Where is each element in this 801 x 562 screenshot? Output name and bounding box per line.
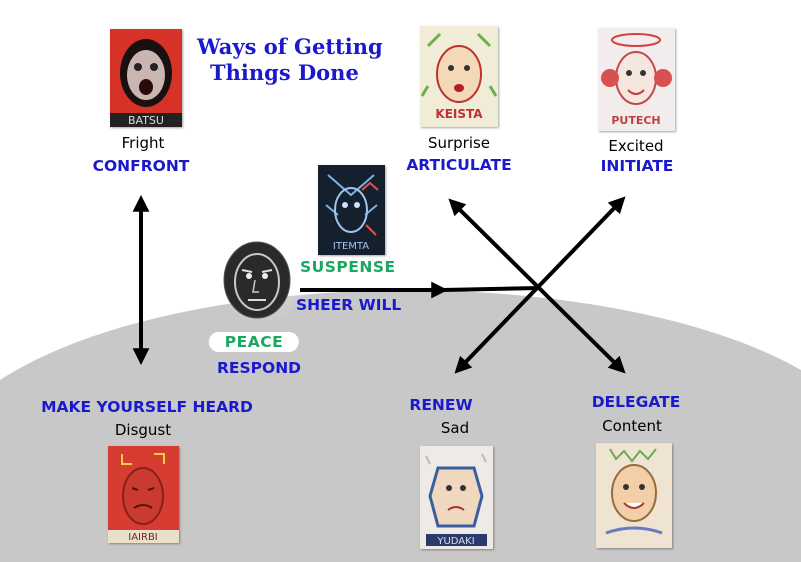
excited-face-picture: PUTECH <box>598 28 675 131</box>
fright-picture-tag: BATSU <box>128 114 164 127</box>
disgust-face-picture: IAIRBI <box>108 446 179 543</box>
content-face-picture <box>596 443 672 548</box>
arrow-sheer-will-tail <box>442 286 541 292</box>
title-line-2: Things Done <box>210 60 359 85</box>
make-yourself-heard-action: MAKE YOURSELF HEARD <box>41 398 253 416</box>
excited-picture-tag: PUTECH <box>611 114 660 127</box>
disgust-picture-tag: IAIRBI <box>128 532 158 543</box>
confront-action: CONFRONT <box>92 157 190 175</box>
surprise-picture-tag: KEISTA <box>435 107 483 121</box>
excited-emotion: Excited <box>608 137 664 155</box>
sad-emotion: Sad <box>440 419 470 437</box>
peace-label: PEACE <box>208 332 300 352</box>
fright-face-picture: BATSU <box>110 29 182 127</box>
disgust-emotion: Disgust <box>114 421 172 439</box>
title-line-1: Ways of Getting <box>197 34 383 59</box>
initiate-action: INITIATE <box>600 157 674 175</box>
articulate-action: ARTICULATE <box>406 156 512 174</box>
sad-picture-tag: YUDAKI <box>436 536 474 547</box>
fright-emotion: Fright <box>121 134 165 152</box>
suspense-label: SUSPENSE <box>300 258 396 276</box>
peace-face-picture <box>223 241 291 319</box>
diagram-title: Ways of Getting Things Done <box>197 34 383 86</box>
surprise-face-picture: KEISTA <box>420 26 498 127</box>
respond-action: RESPOND <box>216 359 302 377</box>
content-emotion: Content <box>602 417 662 435</box>
sheer-will-action: SHEER WILL <box>296 296 402 314</box>
arrow-initiate-renew <box>454 196 626 374</box>
suspense-picture-tag: ITEMTA <box>333 241 369 252</box>
renew-action: RENEW <box>409 396 473 414</box>
surprise-emotion: Surprise <box>427 134 491 152</box>
sad-face-picture: YUDAKI <box>420 446 493 549</box>
suspense-face-picture: ITEMTA <box>318 165 385 255</box>
delegate-action: DELEGATE <box>591 393 681 411</box>
